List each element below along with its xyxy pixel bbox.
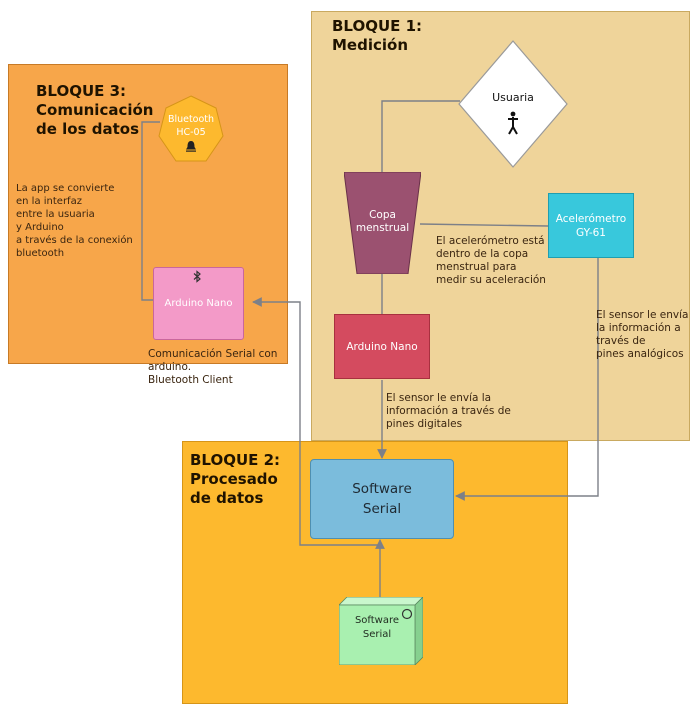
person-icon: [508, 111, 518, 135]
circle-icon: [401, 608, 413, 620]
note-acelerometro-dentro: El acelerómetro está dentro de la copa m…: [436, 235, 546, 286]
note-sensor-analogicos: El sensor le envía la información a trav…: [596, 309, 689, 360]
software-serial-main-node[interactable]: Software Serial: [310, 459, 454, 539]
block-1-title: BLOQUE 1: Medición: [332, 17, 423, 54]
copa-menstrual-label: Copa menstrual: [355, 209, 410, 234]
block-2-title: BLOQUE 2: Procesado de datos: [190, 451, 281, 507]
block-3-title: BLOQUE 3: Comunicación de los datos: [36, 82, 154, 138]
usuaria-node[interactable]: [457, 39, 569, 169]
connector-acelerometro-softwareserial: [455, 258, 599, 501]
bluetooth-icon: [193, 270, 201, 283]
copa-menstrual-node[interactable]: [344, 172, 421, 274]
connector-softwareserial-arduino-b3: [252, 297, 380, 546]
note-app-interfaz: La app se convierte en la interfaz entre…: [16, 183, 133, 259]
acelerometro-node[interactable]: Acelerómetro GY-61: [548, 193, 634, 258]
connector-copa-acelerometro: [419, 223, 549, 227]
bell-icon: [186, 141, 196, 152]
bluetooth-hc05-node[interactable]: [158, 95, 224, 167]
arduino-nano-block3-label: Arduino Nano: [164, 297, 233, 309]
bluetooth-hc05-label: Bluetooth HC-05: [167, 114, 215, 138]
arduino-nano-block3-node[interactable]: [153, 267, 244, 340]
note-comunicacion-serial: Comunicación Serial con arduino. Bluetoo…: [148, 348, 278, 386]
arduino-nano-block1-node[interactable]: Arduino Nano: [334, 314, 430, 379]
software-serial-small-node[interactable]: [339, 597, 423, 665]
software-serial-small-label: Software Serial: [354, 615, 400, 640]
connector-usuaria-copa: [381, 100, 460, 174]
note-sensor-digitales: El sensor le envía la información a trav…: [386, 392, 511, 430]
connector-bluetooth-arduino: [141, 121, 160, 301]
usuaria-label: Usuaria: [492, 90, 534, 104]
